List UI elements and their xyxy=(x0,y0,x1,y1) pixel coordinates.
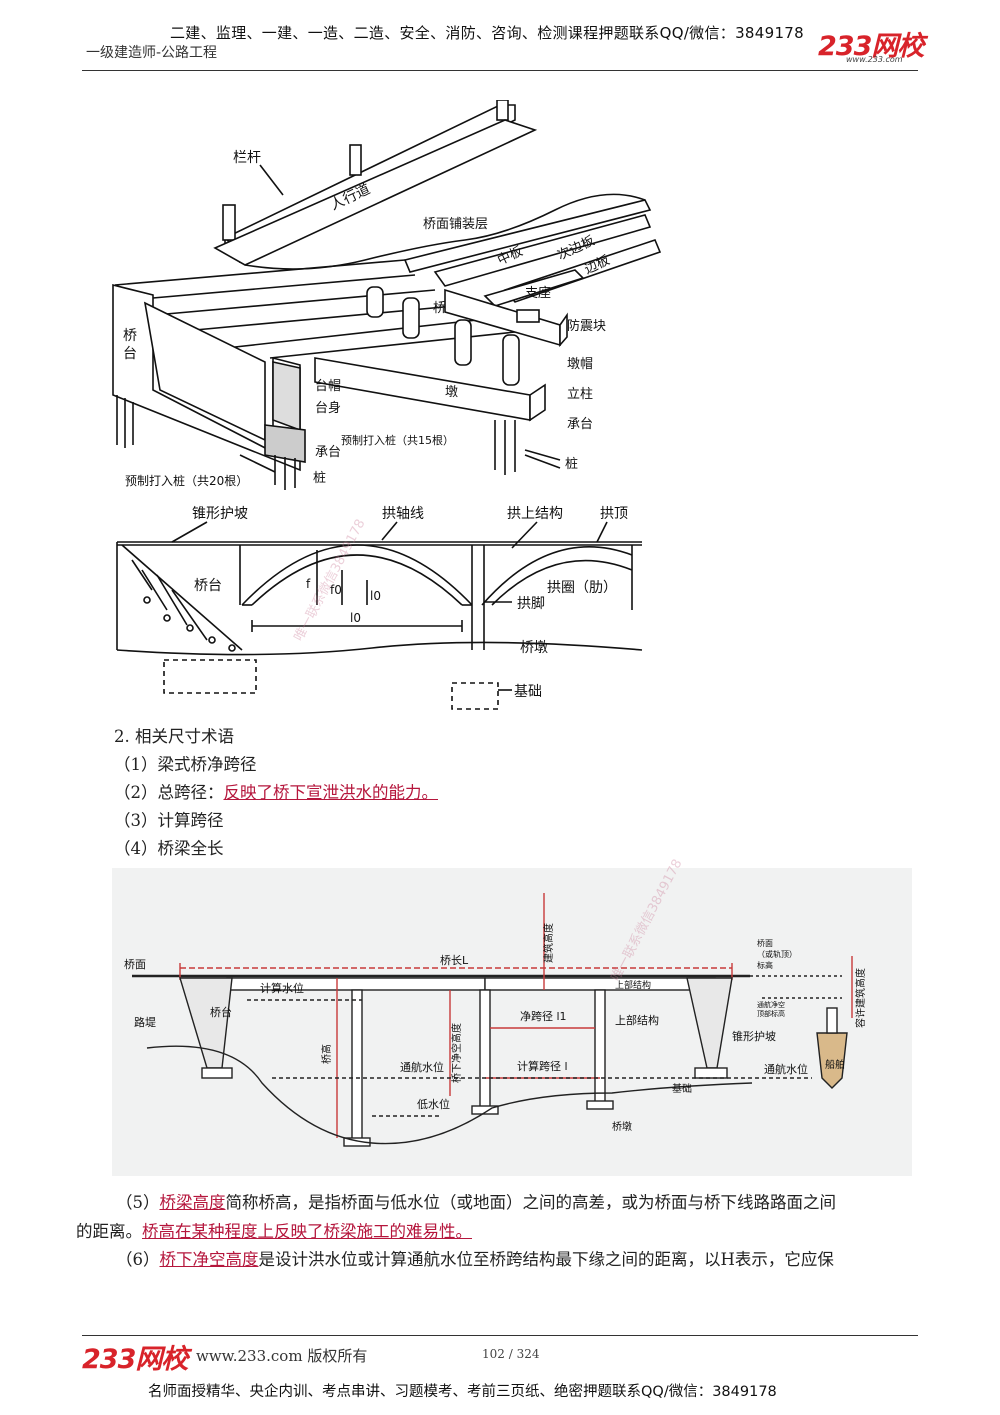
label-abutment-1: 桥 xyxy=(123,328,137,344)
label-f: f xyxy=(306,577,311,591)
label-pile-cap-left: 承台 xyxy=(315,445,341,460)
fig3-cone-slope: 锥形护坡 xyxy=(732,1029,776,1043)
paragraph-6: （6）桥下净空高度是设计洪水位或计算通航水位至桥跨结构最下缘之间的距离，以H表示… xyxy=(76,1245,926,1274)
fig3-foundation: 基础 xyxy=(672,1082,692,1095)
fig3-nav-water-left: 通航水位 xyxy=(400,1060,444,1074)
fig3-clear-elev-2: 顶部标高 xyxy=(757,1009,785,1018)
bridge-dimension-figure: 桥面 桥长L 建筑高度 桥面 （或轨顶） 标高 通航净空 顶部标高 容许建筑高度… xyxy=(124,893,867,1147)
label-abutment-2: 台 xyxy=(123,346,137,362)
p6-term: 桥下净空高度 xyxy=(159,1250,259,1269)
label-l0: l0 xyxy=(370,589,381,603)
page-number: 102 / 324 xyxy=(482,1347,540,1361)
fig3-deck-elev-2: （或轨顶） xyxy=(757,949,797,959)
p6-prefix: （6） xyxy=(116,1250,160,1269)
label-precast-20: 预制打入桩（共20根） xyxy=(125,473,248,488)
fig3-nav-water-right: 通航水位 xyxy=(764,1062,808,1076)
fig3-deck-elev-1: 桥面 xyxy=(757,938,773,948)
fig3-abutment: 桥台 xyxy=(210,1005,232,1019)
list-item-2: （2）总跨径：反映了桥下宣泄洪水的能力。 xyxy=(114,778,964,807)
label-precast-15: 预制打入桩（共15根） xyxy=(341,433,454,447)
label-railing: 栏杆 xyxy=(233,150,261,166)
header-rule xyxy=(82,70,918,71)
dimension-figure-bg xyxy=(112,868,912,1176)
logo: 233网校 xyxy=(818,31,924,62)
label-abutment-cap: 台帽 xyxy=(315,378,341,394)
list-item-2-highlight: 反映了桥下宣泄洪水的能力。 xyxy=(223,783,439,802)
label-abutment: 桥台 xyxy=(194,578,222,594)
fig3-clearance-height: 桥下净空高度 xyxy=(450,1023,463,1083)
label-springing: 拱脚 xyxy=(517,596,545,612)
fig3-calc-span: 计算跨径 l xyxy=(517,1059,568,1073)
label-above-arch: 拱上结构 xyxy=(507,506,563,522)
footer-contact-line: 名师面授精华、央企内训、考点串讲、习题模考、考前三页纸、绝密押题联系QQ/微信：… xyxy=(148,1384,777,1400)
label-support: 支座 xyxy=(525,286,551,301)
label-pier: 桥墩 xyxy=(520,640,548,656)
label-f0: f0 xyxy=(330,583,342,597)
fig3-calc-water: 计算水位 xyxy=(260,981,304,995)
list-item-2-label: （2）总跨径： xyxy=(114,783,224,802)
list-item-1: （1）梁式桥净跨径 xyxy=(114,755,257,774)
fig3-ship: 船舶 xyxy=(825,1058,845,1071)
p5-text2: 的距离。 xyxy=(76,1222,142,1241)
paragraph-5: （5）桥梁高度简称桥高，是指桥面与低水位（或地面）之间的高差，或为桥面与桥下线路… xyxy=(76,1188,926,1246)
label-arch-axis: 拱轴线 xyxy=(382,506,424,522)
label-column: 立柱 xyxy=(567,387,593,402)
label-pile-left: 桩 xyxy=(313,471,326,486)
fig3-clear-elev-1: 通航净空 xyxy=(757,1000,785,1009)
footer-logo: 233网校 xyxy=(82,1344,188,1375)
label-pile-cap-right: 承台 xyxy=(567,417,593,432)
fig3-deck-elev-3: 标高 xyxy=(757,960,773,970)
footer-copyright: www.233.com 版权所有 xyxy=(196,1347,368,1365)
label-foundation: 基础 xyxy=(514,683,542,700)
label-abutment-body: 台身 xyxy=(315,400,341,416)
paragraph-6-line-1: （6）桥下净空高度是设计洪水位或计算通航水位至桥跨结构最下缘之间的距离，以H表示… xyxy=(76,1245,926,1274)
label-seismic-block: 防震块 xyxy=(567,318,606,334)
label-arch-ring: 拱圈（肋） xyxy=(547,580,617,596)
fig3-embankment: 路堤 xyxy=(134,1016,156,1029)
list-item-4: （4）桥梁全长 xyxy=(114,839,224,858)
p6-text: 是设计洪水位或计算通航水位至桥跨结构最下缘之间的距离，以H表示，它应保 xyxy=(258,1250,834,1269)
fig3-deck: 桥面 xyxy=(124,958,146,971)
paragraph-5-line-2: 的距离。桥高在某种程度上反映了桥梁施工的难易性。 xyxy=(76,1217,926,1246)
fig3-upper-box: 上部结构 xyxy=(615,979,651,991)
label-crown: 拱顶 xyxy=(600,506,628,522)
fig3-pier: 桥墩 xyxy=(612,1120,632,1133)
arch-bridge-figure: 锥形护坡 拱轴线 拱上结构 拱顶 桥台 拱圈（肋） 拱脚 桥墩 基础 f f0 … xyxy=(116,506,643,710)
label-bridge-char: 桥 xyxy=(433,301,446,316)
fig3-bridge-length: 桥长L xyxy=(440,954,469,967)
fig3-upper-struct: 上部结构 xyxy=(615,1013,659,1027)
list-item-3: （3）计算跨径 xyxy=(114,811,224,830)
label-pier-cap: 墩帽 xyxy=(567,356,593,372)
fig3-low-water: 低水位 xyxy=(417,1097,450,1111)
fig3-clear-span: 净跨径 l1 xyxy=(520,1009,567,1023)
header-subtitle: 一级建造师-公路工程 xyxy=(86,45,218,61)
footer-rule xyxy=(82,1335,918,1336)
section-title: 2. 相关尺寸术语 xyxy=(114,727,234,746)
girder-bridge-figure: 栏杆 人行道 桥面铺装层 中板 次边板 边板 支座 桥 防震块 墩帽 立柱 墩 … xyxy=(112,100,662,490)
header-contact-line: 二建、监理、一建、一造、二造、安全、消防、咨询、检测课程押题联系QQ/微信：38… xyxy=(170,24,804,42)
label-deck-pavement: 桥面铺装层 xyxy=(423,217,488,232)
p5-highlight: 桥高在某种程度上反映了桥梁施工的难易性。 xyxy=(142,1222,472,1241)
logo-url: www.233.com xyxy=(846,55,903,64)
fig3-bridge-height: 桥高 xyxy=(320,1044,333,1064)
p5-text1: 简称桥高，是指桥面与低水位（或地面）之间的高差，或为桥面与桥下线路路面之间 xyxy=(225,1193,837,1212)
label-l0b: l0 xyxy=(350,611,361,625)
label-pier: 墩 xyxy=(445,385,458,400)
paragraph-5-line-1: （5）桥梁高度简称桥高，是指桥面与低水位（或地面）之间的高差，或为桥面与桥下线路… xyxy=(76,1188,926,1217)
p5-term: 桥梁高度 xyxy=(159,1193,226,1212)
fig3-allow-height: 容许建筑高度 xyxy=(854,968,867,1028)
label-pile-right: 桩 xyxy=(565,457,578,472)
label-cone-slope: 锥形护坡 xyxy=(192,506,248,522)
p5-prefix: （5） xyxy=(116,1193,160,1212)
fig3-build-height: 建筑高度 xyxy=(542,923,555,963)
